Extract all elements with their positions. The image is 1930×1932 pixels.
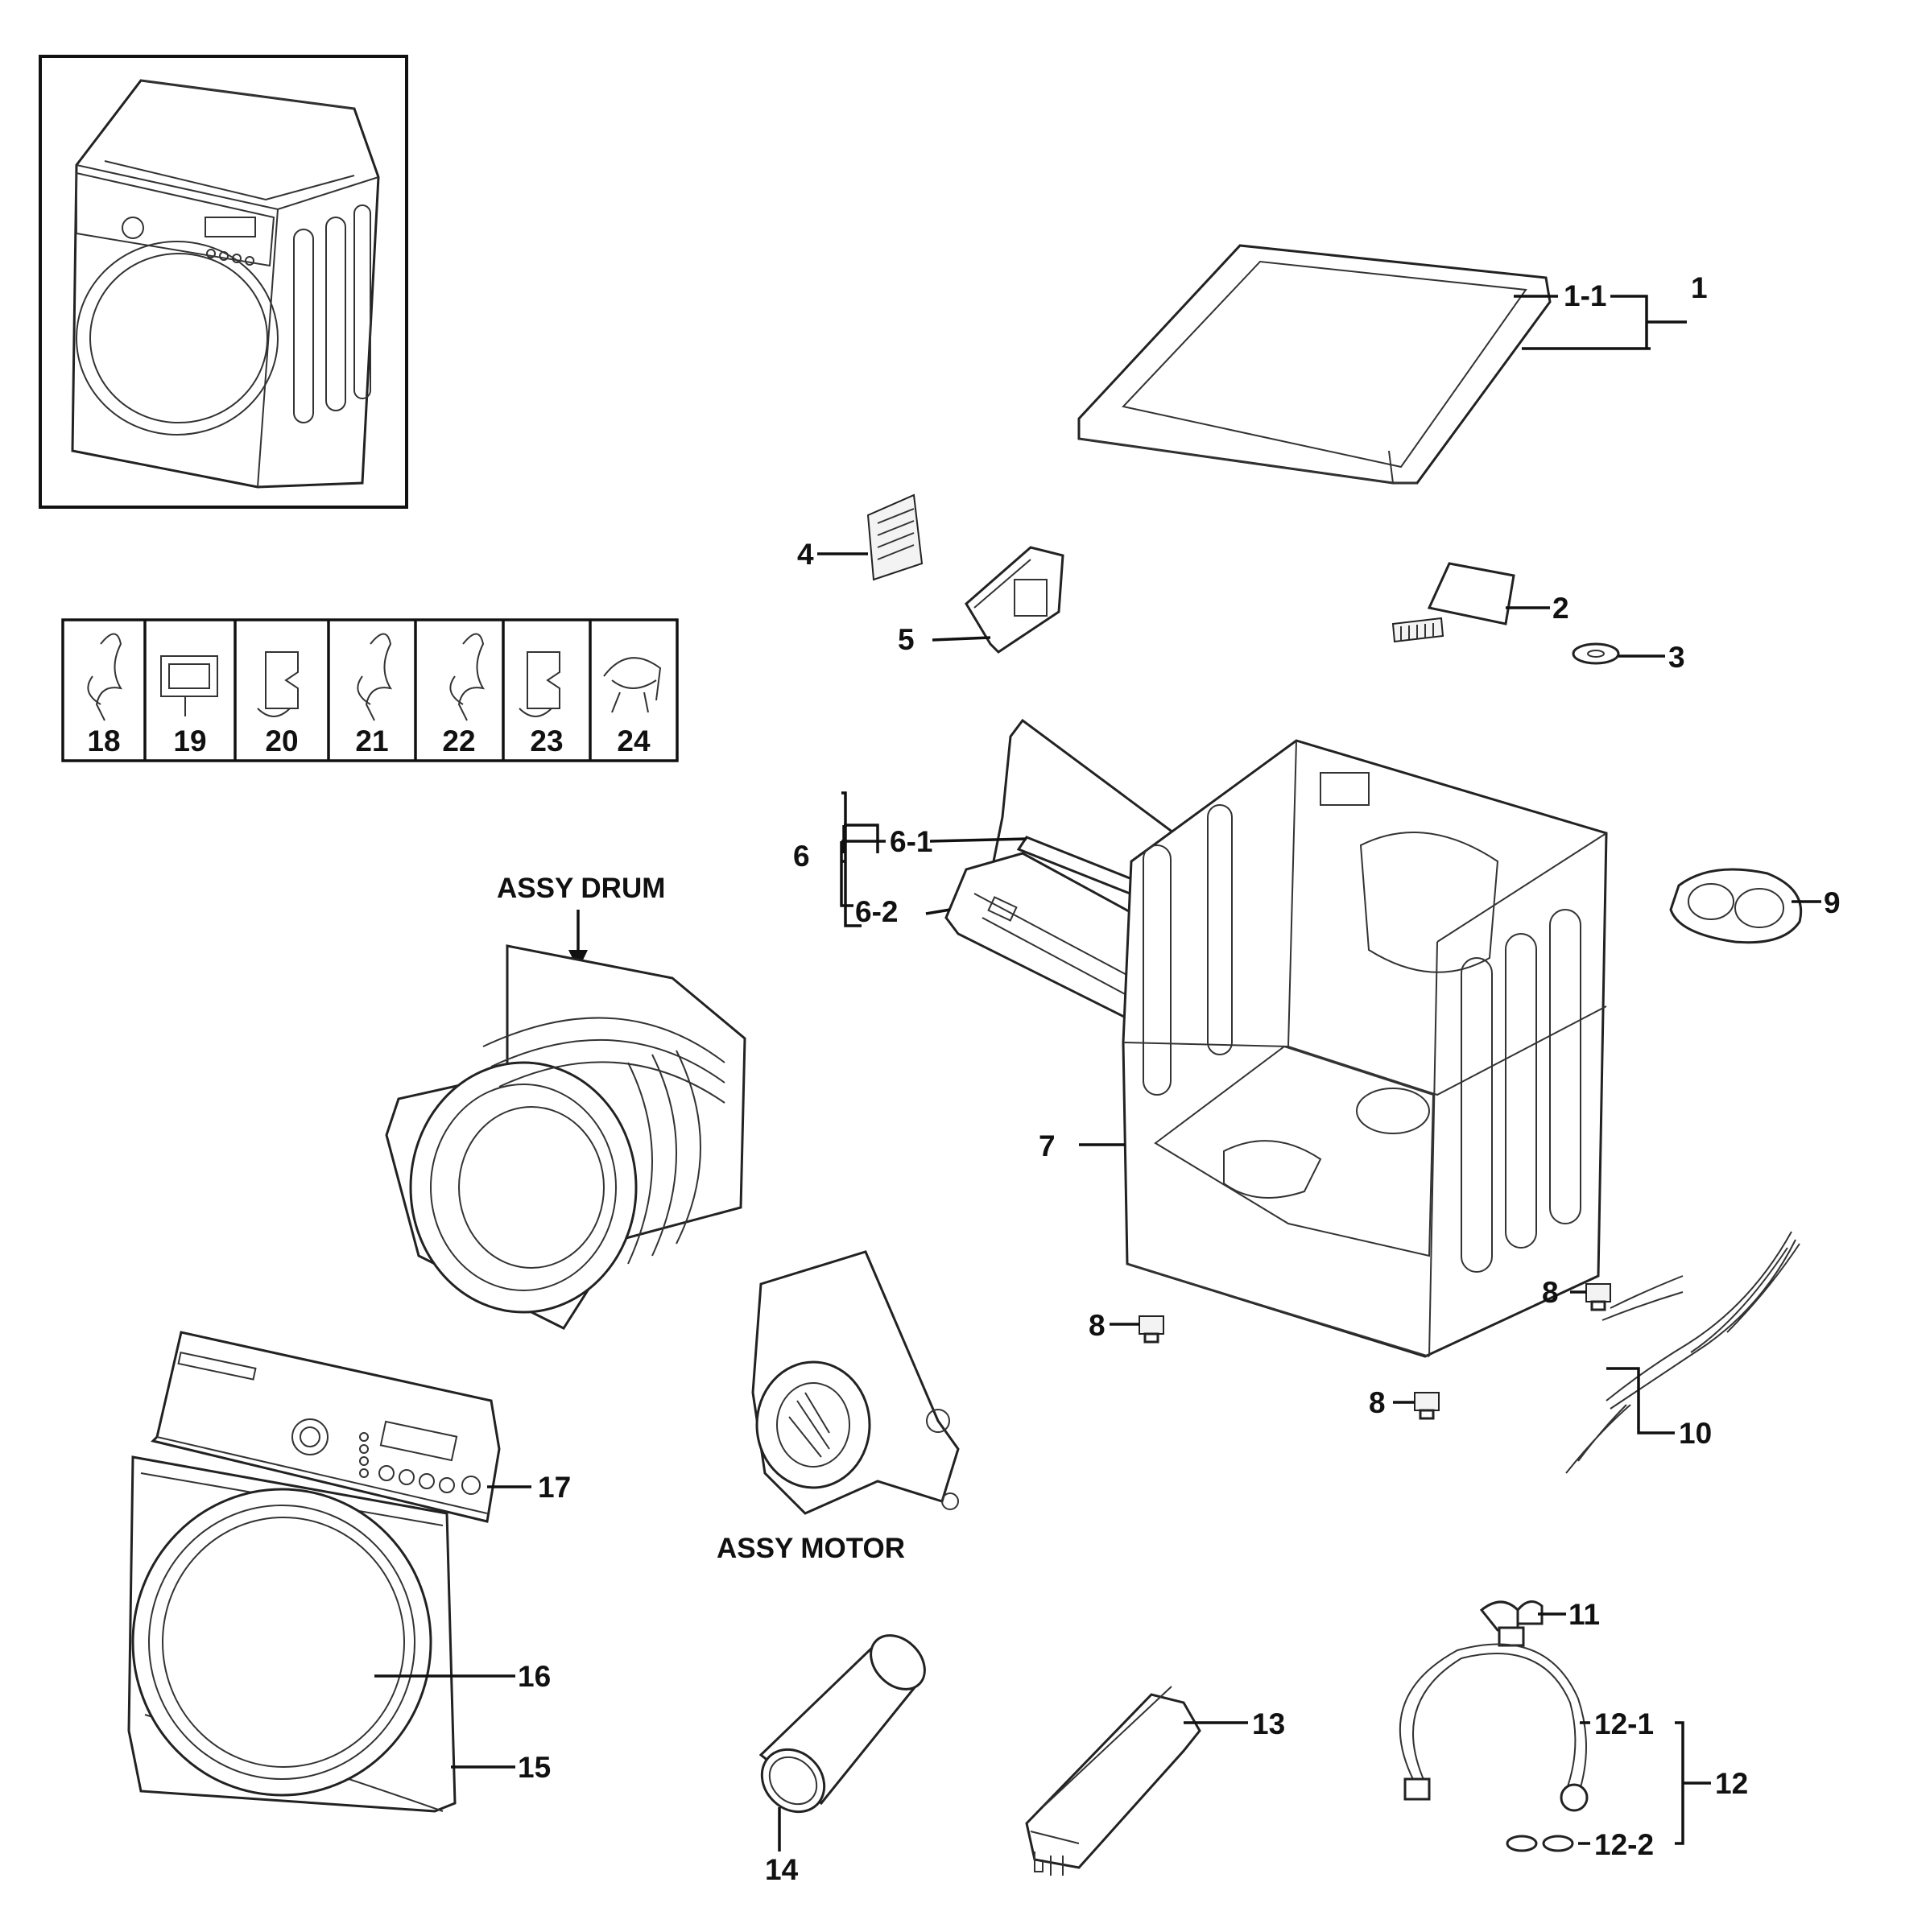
label-8b: 8 — [1542, 1276, 1559, 1309]
foot-part-8b — [1585, 1283, 1611, 1311]
foot-part-8a — [1139, 1315, 1164, 1344]
clip-label-22: 22 — [442, 724, 475, 758]
label-6-1: 6-1 — [890, 825, 932, 858]
label-6: 6 — [793, 840, 810, 873]
label-5: 5 — [898, 623, 915, 656]
filter-part-4 — [866, 493, 924, 581]
clip-label-20: 20 — [265, 724, 298, 758]
label-6-2: 6-2 — [855, 895, 898, 928]
label-13: 13 — [1252, 1707, 1285, 1740]
duct-cover-part-9 — [1669, 868, 1803, 944]
cabinet-part-7 — [1122, 739, 1608, 1358]
label-2: 2 — [1552, 592, 1569, 625]
clip-label-18: 18 — [87, 724, 120, 758]
clip-label-23: 23 — [530, 724, 563, 758]
label-4: 4 — [797, 538, 814, 571]
label-14: 14 — [765, 1853, 799, 1886]
label-8a: 8 — [1089, 1309, 1106, 1342]
label-9: 9 — [1824, 886, 1841, 919]
label-12-1: 12-1 — [1594, 1707, 1654, 1740]
label-7: 7 — [1039, 1129, 1056, 1162]
control-panel-part-17 — [151, 1331, 501, 1523]
control-board-part-2 — [1391, 562, 1515, 643]
label-1-1: 1-1 — [1564, 279, 1606, 312]
label-1: 1 — [1691, 271, 1708, 304]
bracket-part-5 — [965, 546, 1064, 654]
foot-part-8c — [1414, 1392, 1440, 1420]
label-assy-drum: ASSY DRUM — [497, 873, 665, 904]
label-11: 11 — [1568, 1598, 1600, 1631]
clip-label-24: 24 — [617, 724, 651, 758]
heater-part-13 — [1025, 1686, 1201, 1876]
top-cover-part — [1077, 244, 1552, 485]
label-12: 12 — [1715, 1767, 1748, 1800]
wire-harness-part-10 — [1565, 1231, 1800, 1474]
label-assy-motor: ASSY MOTOR — [717, 1533, 905, 1564]
motor-assembly — [751, 1250, 960, 1515]
door-part-16 — [131, 1488, 432, 1797]
y-connector-part-11 — [1479, 1600, 1544, 1647]
overview-thumbnail — [39, 55, 408, 509]
duct-pipe-part-14 — [758, 1634, 926, 1814]
clip-label-21: 21 — [355, 724, 388, 758]
label-3: 3 — [1668, 641, 1685, 674]
clip-label-19: 19 — [173, 724, 206, 758]
gasket-part-3 — [1572, 642, 1620, 665]
label-16: 16 — [518, 1660, 551, 1693]
label-10: 10 — [1679, 1417, 1712, 1450]
drum-assembly — [385, 944, 746, 1330]
label-12-2: 12-2 — [1594, 1828, 1654, 1861]
label-8c: 8 — [1369, 1386, 1386, 1419]
label-17: 17 — [538, 1471, 571, 1504]
clip-table: 18 19 20 21 22 23 24 — [61, 618, 679, 762]
hose-part-12 — [1399, 1643, 1589, 1852]
label-15: 15 — [518, 1751, 551, 1784]
